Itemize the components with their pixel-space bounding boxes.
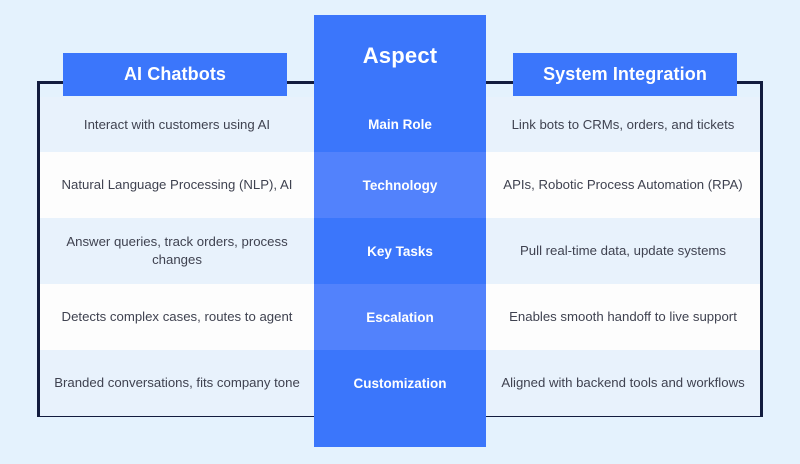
connector-right (486, 81, 513, 84)
table-cell: Key Tasks (314, 218, 486, 284)
table-cell: Technology (314, 152, 486, 218)
bracket-right-top-stub (737, 81, 763, 84)
table-cell: Enables smooth handoff to live support (486, 284, 760, 350)
bracket-left-vertical (37, 81, 40, 417)
table-cell: Main Role (314, 97, 486, 152)
table-cell: APIs, Robotic Process Automation (RPA) (486, 152, 760, 218)
bracket-right-vertical (760, 81, 763, 417)
table-cell: Branded conversations, fits company tone (40, 350, 314, 416)
table-cell: Aligned with backend tools and workflows (486, 350, 760, 416)
column-center-header: Aspect (362, 43, 438, 68)
table-cell: Customization (314, 350, 486, 416)
column-right-header: System Integration (513, 53, 737, 96)
table-cell: Pull real-time data, update systems (486, 218, 760, 284)
table-cell: Natural Language Processing (NLP), AI (40, 152, 314, 218)
table-cell: Link bots to CRMs, orders, and tickets (486, 97, 760, 152)
table-cell: Answer queries, track orders, process ch… (40, 218, 314, 284)
connector-left (287, 81, 314, 84)
bracket-left-top-stub (37, 81, 63, 84)
table-cell: Escalation (314, 284, 486, 350)
table-cell: Interact with customers using AI (40, 97, 314, 152)
table-cell: Detects complex cases, routes to agent (40, 284, 314, 350)
column-left-header: AI Chatbots (63, 53, 287, 96)
